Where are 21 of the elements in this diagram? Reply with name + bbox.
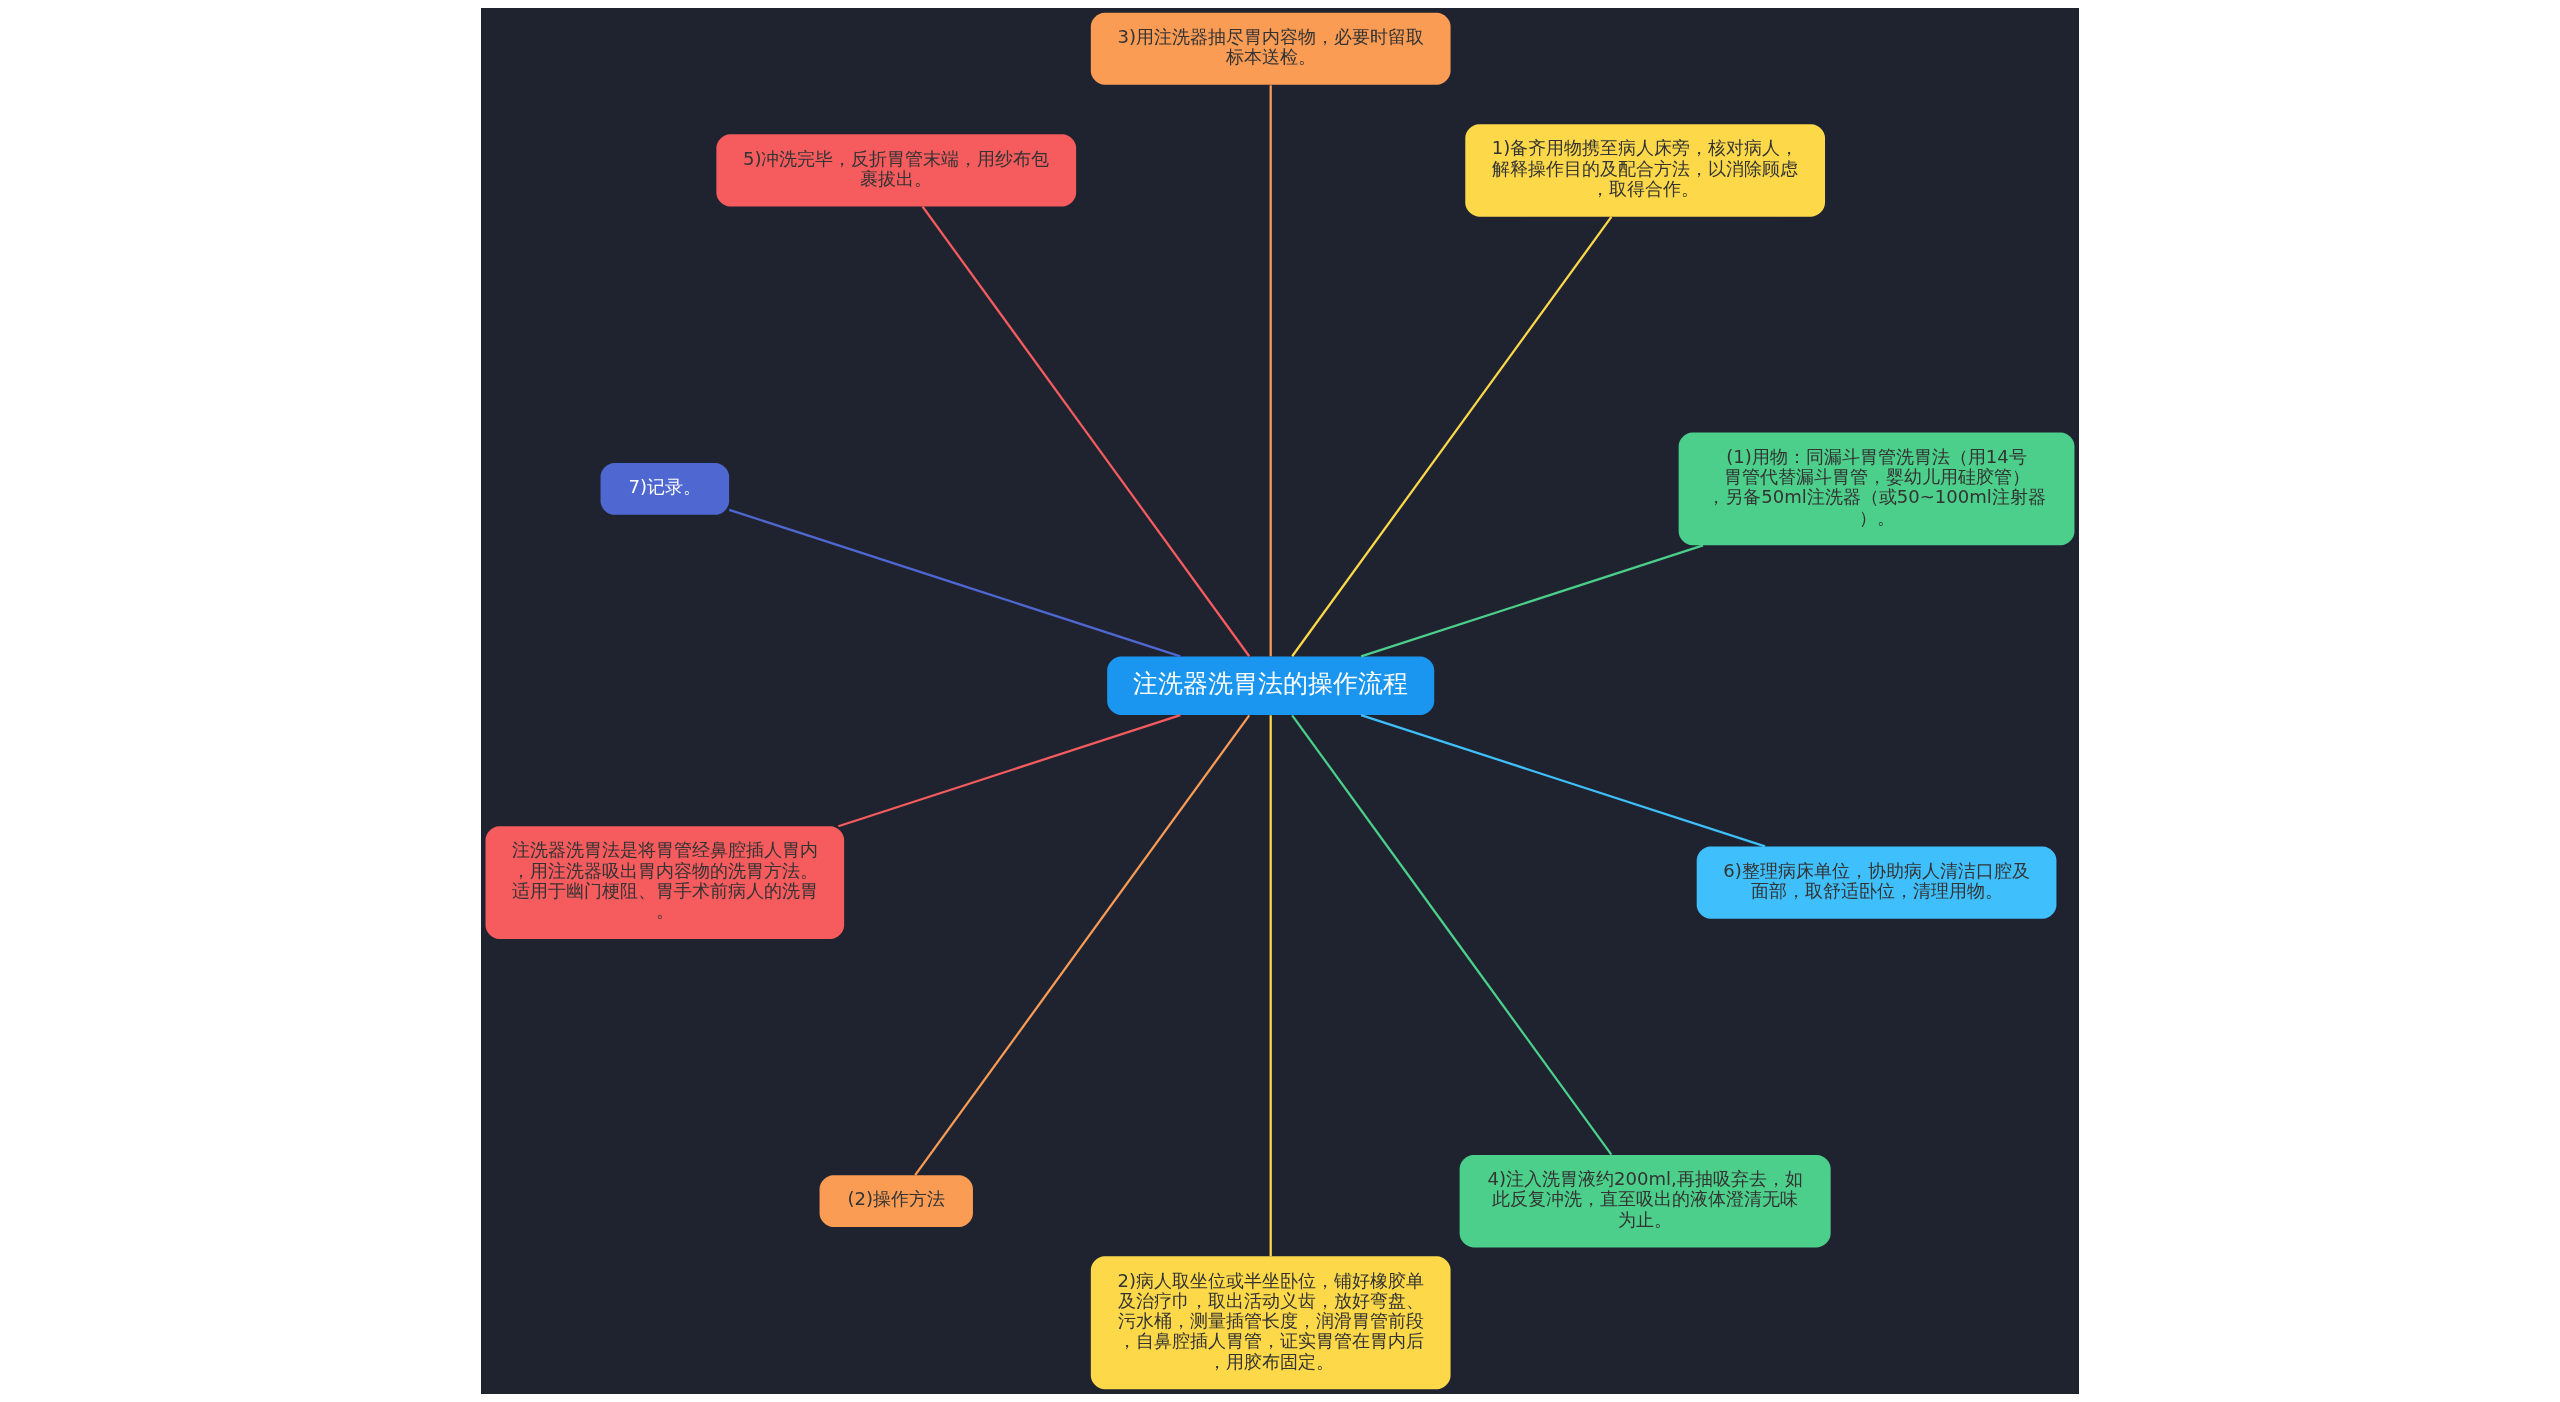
- node-box: (2)操作方法: [819, 1175, 973, 1228]
- connector: [838, 714, 1181, 828]
- node-box: 3)用注洗器抽尽胃内容物，必要时留取标本送检。: [1090, 12, 1451, 85]
- connector: [1360, 544, 1704, 658]
- node-box: (1)用物：同漏斗胃管洗胃法（用14号胃管代替漏斗胃管，婴幼儿用硅胶管），另备50ml注洗器（或50~100ml注射器）。: [1678, 432, 2075, 546]
- connector: [921, 205, 1251, 657]
- connector: [914, 714, 1251, 1176]
- node-box: 2)病人取坐位或半坐卧位，铺好橡胶单及治疗巾，取出活动义齿，放好弯盘、污水桶，测量插管长度，润滑胃管前段，自鼻腔插人胃管，证实胃管在胃内后，用胶布固定。: [1090, 1256, 1451, 1390]
- connector: [1360, 714, 1766, 848]
- node-box: 5)冲洗完毕，反折胃管末端，用纱布包裹拔出。: [716, 134, 1077, 207]
- node-box: 4)注入洗胃液约200ml,再抽吸弃去，如此反复冲洗，直至吸出的液体澄清无味为止。: [1459, 1154, 1831, 1248]
- node-box: 注洗器洗胃法的操作流程: [1107, 656, 1435, 716]
- connector: [1291, 216, 1613, 657]
- node-box: 7)记录。: [600, 463, 730, 515]
- connector: [728, 508, 1181, 658]
- connector: [1269, 85, 1272, 657]
- node-box: 1)备齐用物携至病人床旁，核对病人，解释操作目的及配合方法，以消除顾虑，取得合作。: [1465, 124, 1825, 217]
- node-box: 注洗器洗胃法是将胃管经鼻腔插人胃内，用注洗器吸出胃内容物的洗胃方法。适用于幽门梗阻、胃手术前病人的洗胃。: [485, 826, 845, 939]
- connector: [1269, 715, 1272, 1257]
- connector: [1291, 714, 1613, 1156]
- node-box: 6)整理病床单位，协助病人清洁口腔及面部，取舒适卧位，清理用物。: [1696, 846, 2057, 919]
